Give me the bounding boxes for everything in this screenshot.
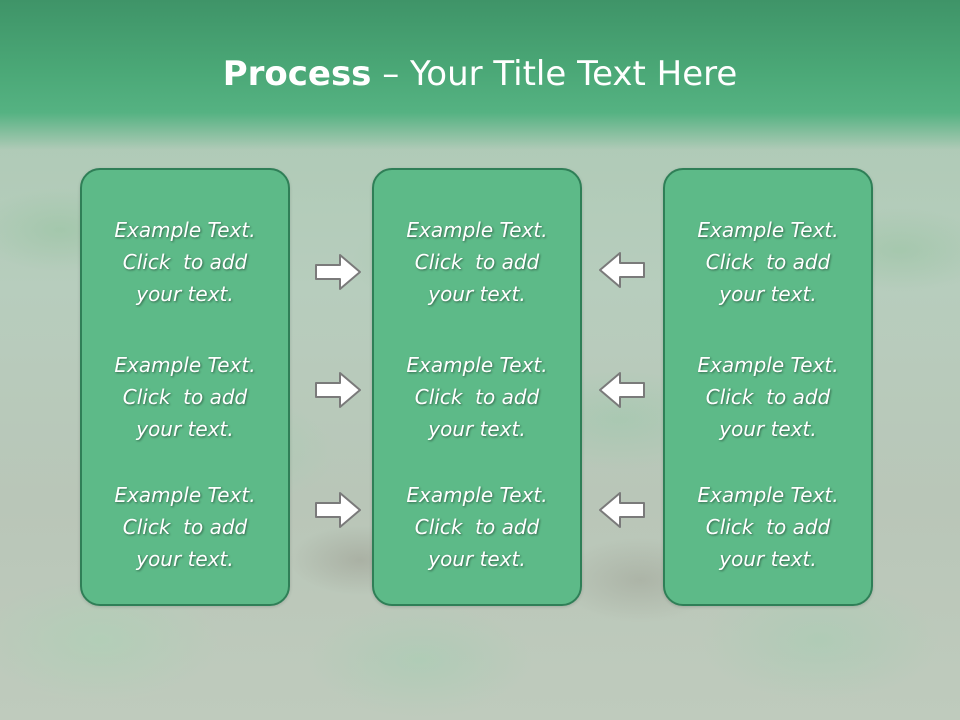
text-line: Click to add <box>705 515 831 539</box>
arrow-right-icon[interactable] <box>314 370 362 410</box>
text-line: Example Text. <box>697 353 839 377</box>
text-line: Example Text. <box>697 483 839 507</box>
text-line: Click to add <box>122 385 248 409</box>
text-line: your text. <box>136 417 234 441</box>
text-line: Click to add <box>705 385 831 409</box>
text-line: Click to add <box>705 250 831 274</box>
text-line: your text. <box>428 417 526 441</box>
arrow-right-icon[interactable] <box>314 490 362 530</box>
text-line: your text. <box>719 547 817 571</box>
arrow-left-icon[interactable] <box>598 370 646 410</box>
text-line: Example Text. <box>406 483 548 507</box>
text-line: Example Text. <box>697 218 839 242</box>
text-placeholder[interactable]: Example Text. Click to add your text. <box>374 214 580 310</box>
text-placeholder[interactable]: Example Text. Click to add your text. <box>82 479 288 575</box>
text-line: your text. <box>719 417 817 441</box>
text-line: Example Text. <box>406 218 548 242</box>
text-line: your text. <box>428 547 526 571</box>
text-placeholder[interactable]: Example Text. Click to add your text. <box>82 214 288 310</box>
process-box-left[interactable]: Example Text. Click to add your text. Ex… <box>80 168 290 606</box>
arrow-left-icon[interactable] <box>598 490 646 530</box>
title-rest: – Your Title Text Here <box>371 54 738 94</box>
arrow-left-icon[interactable] <box>598 250 646 290</box>
slide-title[interactable]: Process – Your Title Text Here <box>0 52 960 96</box>
text-line: Click to add <box>122 515 248 539</box>
text-line: Example Text. <box>114 218 256 242</box>
title-band <box>0 0 960 150</box>
text-line: your text. <box>136 547 234 571</box>
text-line: your text. <box>719 282 817 306</box>
text-line: Click to add <box>414 385 540 409</box>
text-placeholder[interactable]: Example Text. Click to add your text. <box>665 479 871 575</box>
text-line: your text. <box>428 282 526 306</box>
process-box-center[interactable]: Example Text. Click to add your text. Ex… <box>372 168 582 606</box>
text-placeholder[interactable]: Example Text. Click to add your text. <box>374 349 580 445</box>
text-line: Example Text. <box>114 353 256 377</box>
text-placeholder[interactable]: Example Text. Click to add your text. <box>665 214 871 310</box>
text-placeholder[interactable]: Example Text. Click to add your text. <box>82 349 288 445</box>
text-line: Example Text. <box>406 353 548 377</box>
process-box-right[interactable]: Example Text. Click to add your text. Ex… <box>663 168 873 606</box>
title-bold: Process <box>222 54 372 94</box>
text-placeholder[interactable]: Example Text. Click to add your text. <box>665 349 871 445</box>
text-line: Click to add <box>122 250 248 274</box>
text-line: your text. <box>136 282 234 306</box>
text-line: Example Text. <box>114 483 256 507</box>
text-line: Click to add <box>414 515 540 539</box>
text-placeholder[interactable]: Example Text. Click to add your text. <box>374 479 580 575</box>
arrow-right-icon[interactable] <box>314 252 362 292</box>
text-line: Click to add <box>414 250 540 274</box>
